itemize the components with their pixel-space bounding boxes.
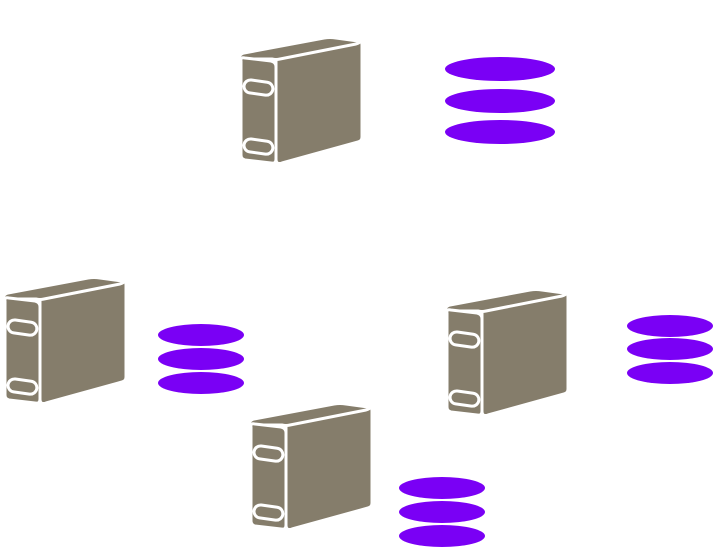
database-icon (399, 477, 485, 547)
server-icon (238, 36, 364, 165)
server-icon (444, 288, 570, 417)
database-icon (627, 315, 713, 384)
server-icon (2, 276, 128, 405)
server-icon (248, 402, 374, 531)
database-icon (445, 57, 555, 144)
database-icon (158, 324, 244, 394)
